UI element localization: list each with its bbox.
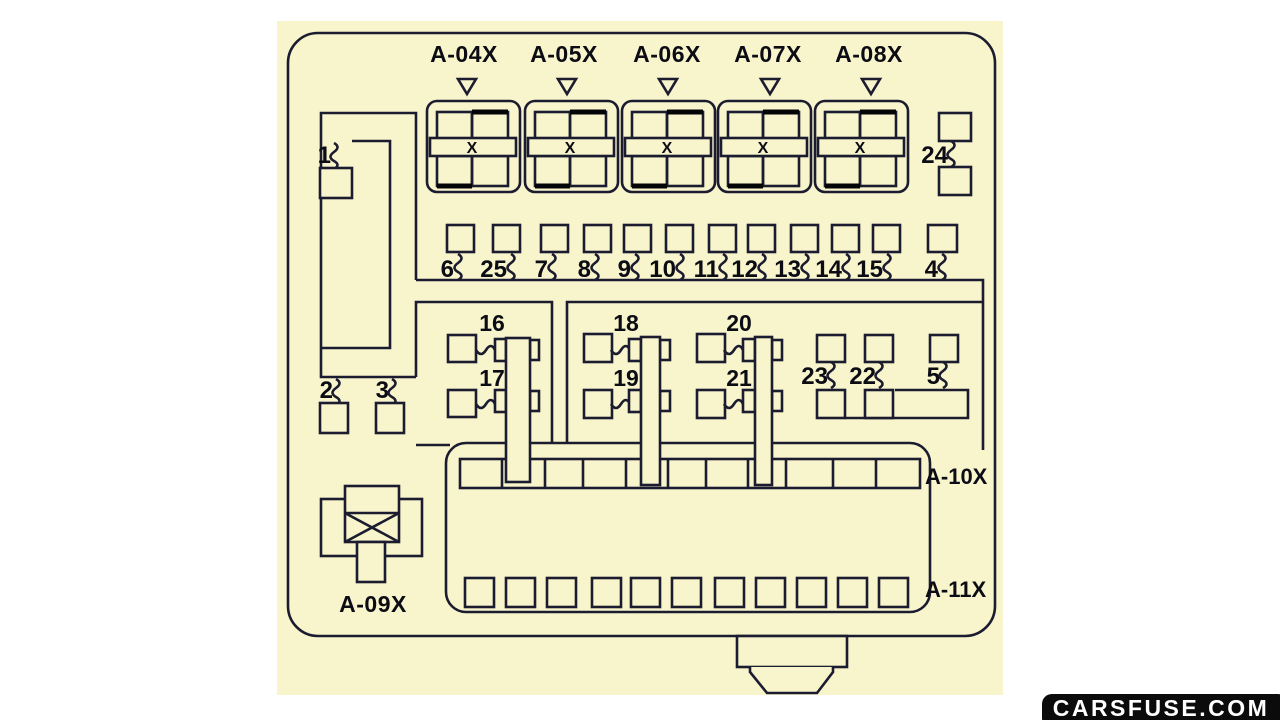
svg-text:18: 18 (613, 310, 639, 336)
connector-label-a09x: A-09X (339, 591, 407, 617)
fuse-2: 2 (318, 377, 350, 435)
fuse-7-label: 7 (535, 256, 548, 283)
svg-text:2: 2 (320, 377, 333, 404)
fuse-25-label: 25 (480, 256, 507, 283)
connector-a09x: A-09X (319, 484, 424, 617)
fuse-21: 21 (695, 365, 752, 420)
fuse-8-label: 8 (578, 256, 591, 283)
fuse-box-outline (286, 31, 997, 638)
fuse-12-label: 12 (731, 256, 758, 283)
fuse-15-label: 15 (856, 256, 883, 283)
fuse-19: 19 (582, 365, 639, 420)
relay-labels: A-04X A-05X A-06X A-07X A-08X (430, 41, 903, 96)
fuse-9-label: 9 (618, 256, 631, 283)
bus-bar-1 (504, 336, 532, 484)
svg-text:5: 5 (927, 363, 940, 390)
svg-text:17: 17 (479, 365, 505, 391)
fuse-17: 17 (446, 365, 505, 419)
fuse-5: 5 (927, 333, 960, 390)
watermark-badge-background (1042, 694, 1280, 720)
fuse-11-label: 11 (694, 256, 719, 283)
svg-text:24: 24 (921, 142, 948, 169)
fuse-14-label: 14 (815, 256, 842, 283)
fuse-13-label: 13 (774, 256, 801, 283)
svg-text:16: 16 (479, 310, 505, 336)
relay-label-a05x: A-05X (530, 41, 598, 67)
connector-label-a11x: A-11X (925, 577, 986, 602)
fuse-22: 22 (849, 333, 895, 420)
svg-text:23: 23 (801, 363, 828, 390)
connector-a10x-strip (458, 457, 922, 490)
bus-bars (493, 335, 784, 487)
fuse-10-label: 10 (649, 256, 676, 283)
left-wire-loop (319, 111, 418, 379)
fuse-3: 3 (374, 377, 406, 435)
watermark-badge: CARSFUSE.COM (1042, 694, 1280, 720)
svg-text:3: 3 (376, 377, 389, 404)
svg-text:21: 21 (726, 365, 752, 391)
fuse-24: 24 (921, 111, 973, 197)
fuse-6-label: 6 (441, 256, 454, 283)
fuse-4-label: 4 (925, 256, 939, 283)
relay-label-a08x: A-08X (835, 41, 903, 67)
relay-label-a07x: A-07X (734, 41, 802, 67)
bottom-connector (735, 634, 849, 695)
connector-a11x-row (463, 576, 910, 609)
watermark-text: CARSFUSE.COM (1053, 695, 1270, 720)
svg-text:19: 19 (613, 365, 639, 391)
fuse-20: 20 (695, 310, 752, 364)
bus-bar-2 (639, 335, 662, 487)
svg-text:1: 1 (318, 142, 331, 169)
relay-label-a06x: A-06X (633, 41, 701, 67)
connector-label-a10x: A-10X (925, 464, 988, 489)
fuse-23: 23 (801, 333, 847, 420)
svg-text:22: 22 (849, 363, 876, 390)
connector-container (444, 441, 932, 614)
fuse-1: 1 (318, 141, 354, 200)
relay-label-a04x: A-04X (430, 41, 498, 67)
fuse-row: 6 25 7 8 9 10 11 12 13 14 15 4 (416, 223, 985, 450)
fuse-18: 18 (582, 310, 639, 364)
svg-text:20: 20 (726, 310, 752, 336)
middle-section-outline (414, 300, 982, 447)
bus-bar-3 (753, 335, 774, 487)
fuse-16: 16 (446, 310, 505, 364)
